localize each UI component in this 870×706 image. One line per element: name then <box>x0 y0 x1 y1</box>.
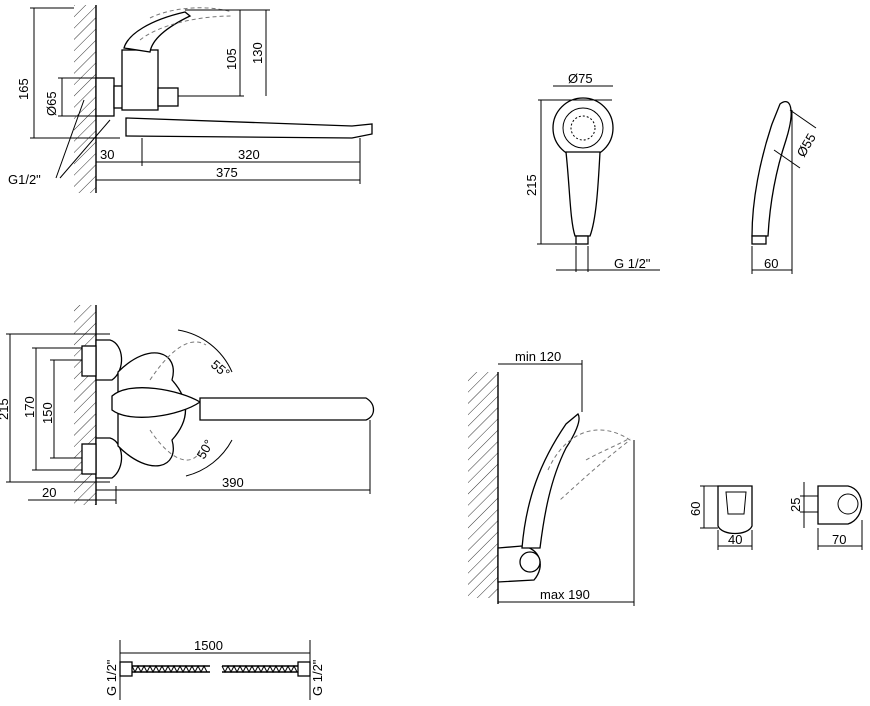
hose-drawing: 1500 G 1/2" G 1/2" <box>104 638 325 700</box>
dim-30: 30 <box>100 147 114 162</box>
holder-side <box>817 485 862 525</box>
hose-thread-right: G 1/2" <box>310 659 325 696</box>
wall-hatch-holder <box>468 372 498 598</box>
dim-front-215: 215 <box>0 398 11 420</box>
angle-50: 50° <box>194 437 217 462</box>
hose-length: 1500 <box>194 638 223 653</box>
max-190: max 190 <box>540 587 590 602</box>
dim-130: 130 <box>250 42 265 64</box>
holder-dim-70: 70 <box>832 532 846 547</box>
mixer-spout <box>125 117 373 139</box>
mixer-front-spout <box>199 397 375 421</box>
shower-head-face <box>552 97 614 159</box>
mixer-body <box>121 49 159 111</box>
thread-g12: G 1/2" <box>614 256 651 271</box>
dim-front-170: 170 <box>22 396 37 418</box>
dim-60: 60 <box>764 256 778 271</box>
hose-left <box>131 664 208 674</box>
holder-detail: 60 40 25 70 <box>688 482 863 550</box>
mixer-front-handle <box>111 387 202 418</box>
shower-handle <box>565 151 601 237</box>
wall-hatch <box>74 5 96 193</box>
installed-shower <box>521 413 580 549</box>
holder-dim-40: 40 <box>728 532 742 547</box>
dim-front-390: 390 <box>222 475 244 490</box>
hose-thread-left: G 1/2" <box>104 659 119 696</box>
dim-215: 215 <box>524 174 539 196</box>
dim-d55: Ø55 <box>794 131 819 160</box>
dim-front-150: 150 <box>40 402 55 424</box>
holder-dim-25: 25 <box>788 498 803 512</box>
hose-right <box>221 664 298 674</box>
min-120: min 120 <box>515 349 561 364</box>
dim-165: 165 <box>16 78 31 100</box>
angle-55: 55° <box>208 357 233 381</box>
dim-105: 105 <box>224 48 239 70</box>
holder-installation: min 120 max 190 <box>468 349 635 606</box>
dim-d65: Ø65 <box>44 91 59 116</box>
dim-d75: Ø75 <box>568 71 593 86</box>
holder-front <box>717 485 753 535</box>
shower-side <box>751 101 792 237</box>
wall-hatch-front <box>74 305 96 505</box>
dim-375: 375 <box>216 165 238 180</box>
shower-head-views: Ø75 215 G 1/2" Ø55 60 <box>524 71 819 274</box>
mixer-side-view: 165 Ø65 105 130 30 320 375 G1/2" <box>8 5 373 193</box>
holder-dim-60: 60 <box>688 502 703 516</box>
dim-front-20: 20 <box>42 485 56 500</box>
mixer-front-view: 55° 50° 215 170 150 20 390 <box>0 305 375 505</box>
dim-320: 320 <box>238 147 260 162</box>
mixer-handle <box>123 11 192 53</box>
thread-label: G1/2" <box>8 172 41 187</box>
